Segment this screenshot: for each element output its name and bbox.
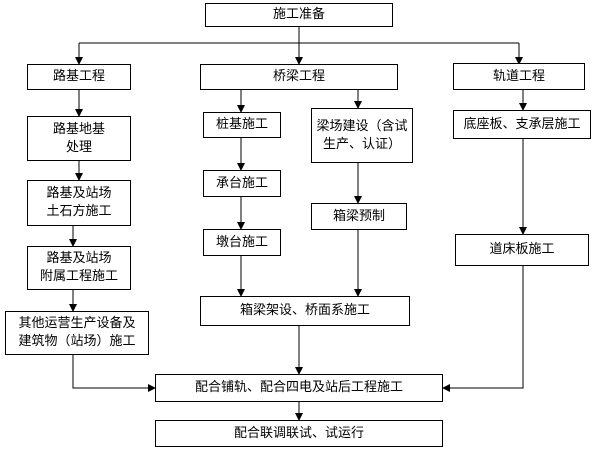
arrow-roadbed-to-integration bbox=[72, 355, 156, 392]
node-roadbed-foundation: 路基地基 处理 bbox=[27, 116, 131, 161]
node-prep: 施工准备 bbox=[205, 3, 393, 27]
node-track-bed: 道床板施工 bbox=[455, 234, 589, 266]
node-bridge: 桥梁工程 bbox=[200, 64, 398, 90]
node-beam-precast: 箱梁预制 bbox=[311, 203, 407, 230]
node-integration: 配合铺轨、配合四电及站后工程施工 bbox=[155, 374, 443, 402]
node-roadbed: 路基工程 bbox=[27, 64, 131, 90]
node-beam-yard: 梁场建设（含试 生产、认证） bbox=[311, 108, 413, 163]
node-beam-erect: 箱梁架设、桥面系施工 bbox=[200, 296, 410, 326]
node-base-slab: 底座板、支承层施工 bbox=[453, 110, 591, 139]
arrow-track-to-integration bbox=[442, 266, 524, 392]
node-joint-test: 配合联调联试、试运行 bbox=[155, 420, 443, 447]
node-cap: 承台施工 bbox=[203, 170, 281, 197]
node-track: 轨道工程 bbox=[453, 63, 585, 90]
node-earthwork: 路基及站场 土石方施工 bbox=[27, 180, 131, 226]
node-pier: 墩台施工 bbox=[203, 229, 281, 256]
node-ancillary: 路基及站场 附属工程施工 bbox=[27, 246, 131, 290]
node-pile: 桩基施工 bbox=[203, 112, 281, 138]
node-other-buildings: 其他运营生产设备及 建筑物（站场）施工 bbox=[5, 311, 149, 355]
